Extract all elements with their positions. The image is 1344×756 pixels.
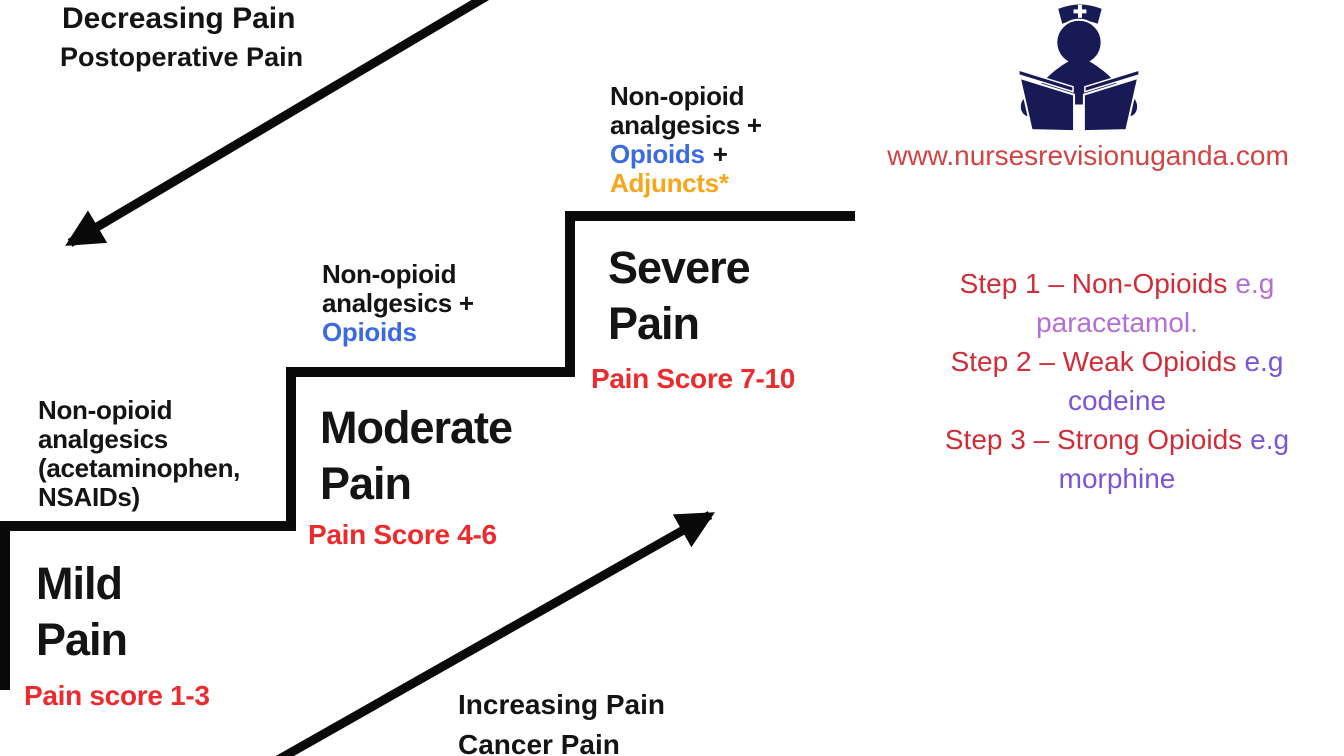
who-step3-eg: e.g: [1250, 424, 1290, 455]
severe-adjuncts-text: Adjuncts*: [610, 168, 729, 198]
nurse-reading-book-icon: [1018, 4, 1140, 133]
mild-pain-score: Pain score 1-3: [24, 680, 210, 711]
who-step3-label: Step 3 – Strong Opioids: [944, 424, 1243, 455]
mild-meds-line2: analgesics: [38, 424, 168, 454]
mild-title-line2: Pain: [36, 614, 128, 665]
severe-opioids-text: Opioids: [610, 139, 705, 169]
book-right-page-edge: [1084, 69, 1140, 93]
book-right-cover: [1082, 76, 1140, 133]
increasing-pain-arrow: [275, 511, 715, 756]
moderate-pain-score: Pain Score 4-6: [308, 519, 497, 550]
who-step2-eg: e.g: [1244, 346, 1284, 377]
who-step1-label: Step 1 – Non-Opioids: [959, 268, 1228, 299]
decreasing-pain-label: Decreasing Pain: [62, 2, 296, 35]
severe-title-line2: Pain: [608, 298, 700, 349]
who-step2-example: codeine: [1067, 385, 1167, 416]
increasing-pain-label: Increasing Pain Cancer Pain: [458, 685, 665, 756]
mild-meds-line1: Non-opioid: [38, 395, 173, 425]
mild-meds-line4: NSAIDs): [38, 482, 140, 512]
who-step2-label: Step 2 – Weak Opioids: [950, 346, 1237, 377]
moderate-meds-line1: Non-opioid: [322, 259, 457, 289]
mild-title-line1: Mild: [36, 558, 123, 609]
severe-pain-title: Severe Pain: [608, 240, 751, 352]
severe-meds-line2: analgesics +: [610, 110, 762, 140]
severe-step-medications: Non-opioid analgesics + Opioids+ Adjunct…: [610, 82, 762, 198]
cancer-pain-line: Cancer Pain: [458, 729, 620, 756]
who-step1-eg: e.g: [1235, 268, 1275, 299]
mild-pain-title: Mild Pain: [36, 556, 128, 668]
severe-meds-line3: Opioids+: [610, 140, 762, 169]
book-left-cover: [1018, 76, 1076, 133]
severe-title-line1: Severe: [608, 242, 751, 293]
moderate-meds-line2: analgesics +: [322, 288, 474, 318]
decreasing-pain-arrow: [65, 0, 490, 247]
mild-meds-line3: (acetaminophen,: [38, 453, 241, 483]
moderate-title-line1: Moderate: [320, 402, 513, 453]
website-url: www.nursesrevisionuganda.com: [887, 140, 1289, 171]
moderate-title-line2: Pain: [320, 458, 412, 509]
moderate-opioids-text: Opioids: [322, 317, 417, 347]
cap-cross-horizontal: [1073, 9, 1087, 14]
book-left-page-edge: [1018, 69, 1074, 93]
increasing-pain-line: Increasing Pain: [458, 689, 665, 720]
moderate-pain-title: Moderate Pain: [320, 400, 513, 512]
mild-step-medications: Non-opioid analgesics (acetaminophen, NS…: [38, 396, 240, 512]
who-step3-example: morphine: [1058, 463, 1176, 494]
who-step1-example: paracetamol.: [1036, 307, 1198, 338]
severe-meds-line1: Non-opioid: [610, 81, 745, 111]
severe-plus-sign: +: [712, 139, 728, 169]
staircase-path: [0, 211, 855, 690]
severe-pain-score: Pain Score 7-10: [591, 363, 796, 394]
moderate-step-medications: Non-opioid analgesics + Opioids: [322, 260, 474, 347]
postoperative-pain-label: Postoperative Pain: [60, 42, 304, 72]
